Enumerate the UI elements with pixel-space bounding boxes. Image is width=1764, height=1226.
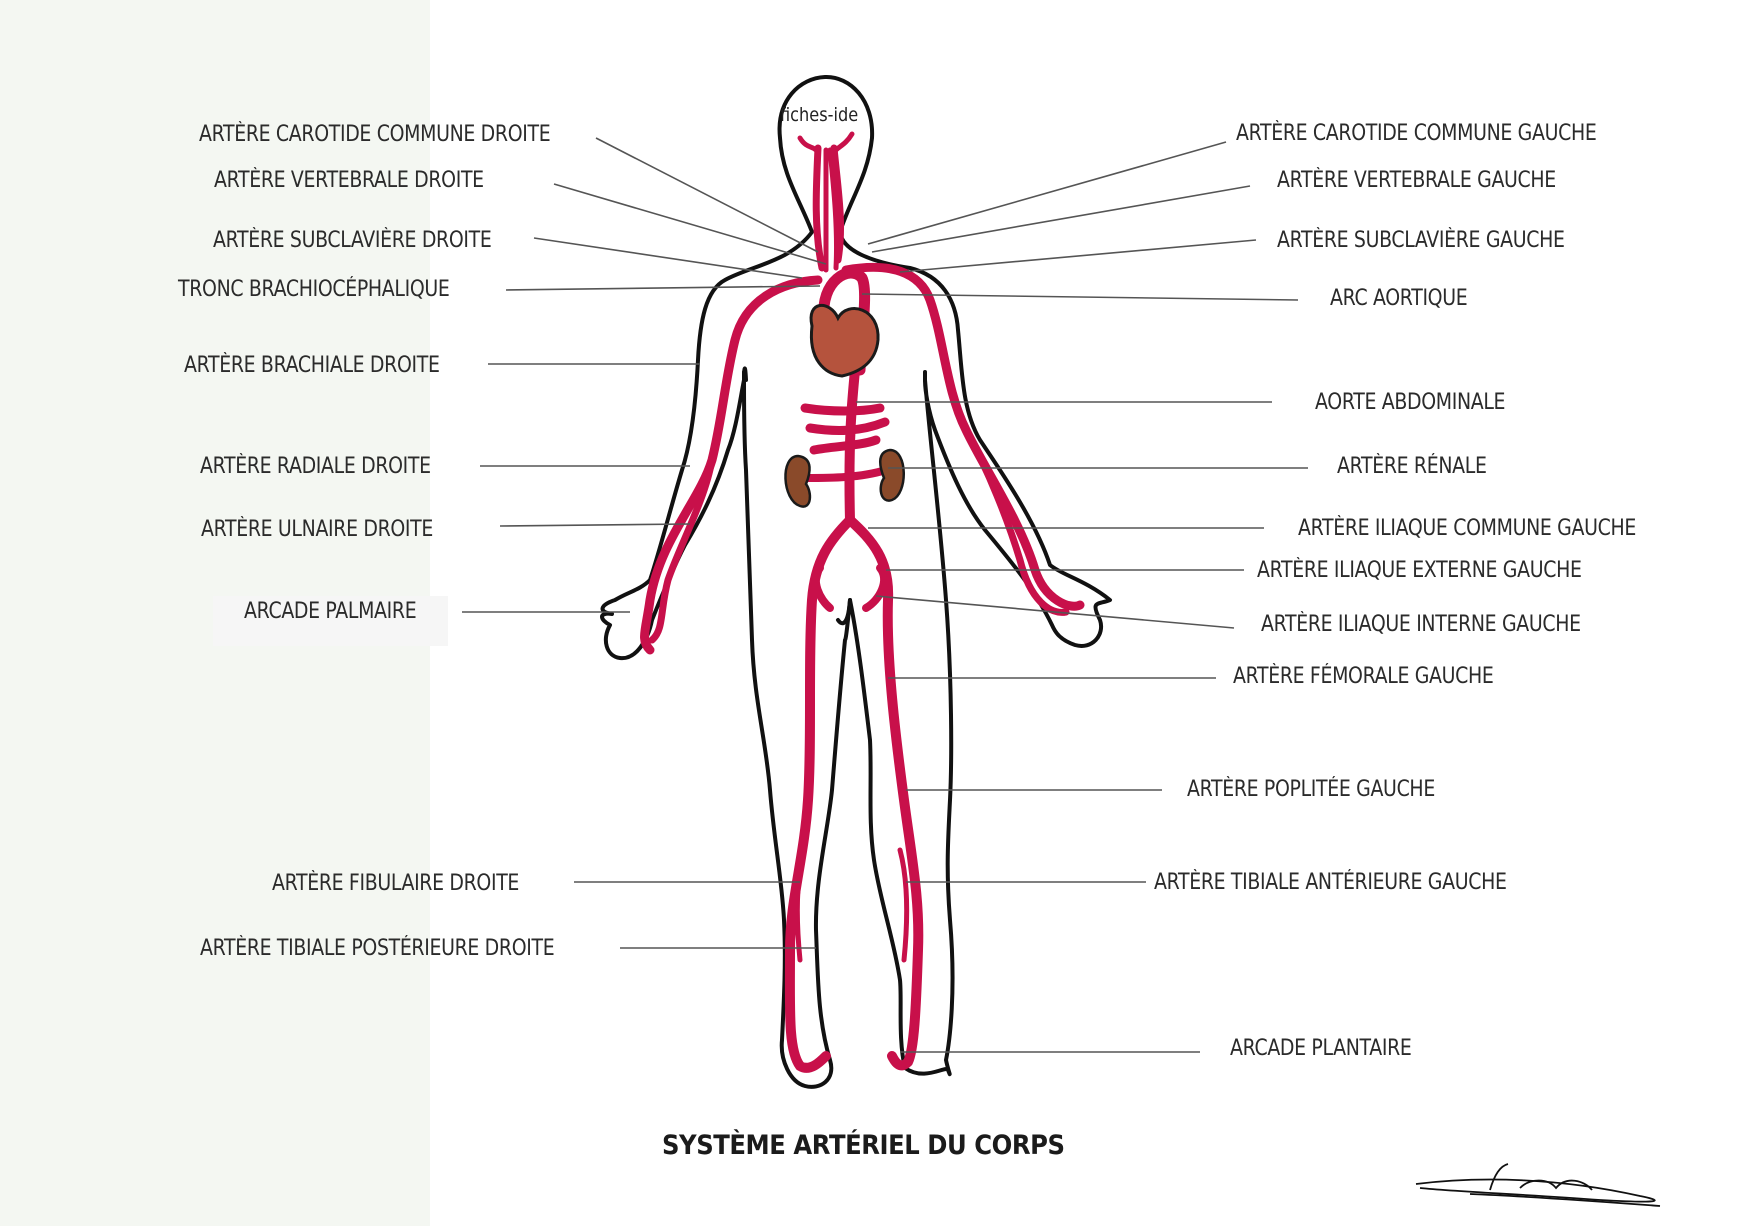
leader-right-carotid: [595, 137, 819, 253]
label-left-common-iliac: ARTÈRE ILIAQUE COMMUNE GAUCHE: [1298, 516, 1636, 541]
label-right-subclavian: ARTÈRE SUBCLAVIÈRE DROITE: [213, 228, 492, 253]
heart: [809, 303, 880, 378]
label-right-radial: ARTÈRE RADIALE DROITE: [200, 454, 431, 479]
arteries: [640, 131, 1085, 1073]
label-left-popliteal: ARTÈRE POPLITÉE GAUCHE: [1187, 777, 1435, 802]
label-right-vertebral: ARTÈRE VERTEBRALE DROITE: [214, 168, 484, 193]
left-carotid: [830, 144, 845, 264]
label-renal-artery: ARTÈRE RÉNALE: [1337, 454, 1487, 479]
left-internal-iliac: [862, 564, 888, 612]
palmar-label-background: [213, 596, 448, 646]
renal-arteries: [802, 466, 890, 482]
leader-left-vertebral: [871, 185, 1251, 253]
label-left-femoral: ARTÈRE FÉMORALE GAUCHE: [1233, 664, 1494, 689]
body-silhouette: [600, 74, 1112, 1089]
label-abdominal-aorta: AORTE ABDOMINALE: [1315, 390, 1506, 415]
label-left-internal-iliac: ARTÈRE ILIAQUE INTERNE GAUCHE: [1261, 612, 1581, 637]
label-right-fibular: ARTÈRE FIBULAIRE DROITE: [272, 871, 520, 896]
abdominal-branch-2: [805, 417, 890, 435]
label-right-brachial: ARTÈRE BRACHIALE DROITE: [184, 353, 440, 378]
crotch-line: [836, 598, 852, 626]
right-carotid: [812, 144, 826, 272]
leader-right-subclavian: [533, 237, 803, 279]
abdominal-branch-1: [800, 403, 885, 416]
watermark-text: fiches-ide: [780, 104, 859, 126]
signature: [1415, 1163, 1661, 1207]
leader-lines: [462, 137, 1308, 1053]
body-outline: [600, 74, 1112, 1089]
label-palmar-arch: ARCADE PALMAIRE: [244, 599, 417, 624]
label-left-carotid: ARTÈRE CAROTIDE COMMUNE GAUCHE: [1236, 121, 1597, 146]
leader-aortic-arch: [861, 293, 1299, 301]
right-common-iliac-leg: [784, 515, 855, 1073]
label-left-anterior-tibial: ARTÈRE TIBIALE ANTÉRIEURE GAUCHE: [1154, 870, 1507, 895]
signature-stroke-1: [1415, 1178, 1656, 1203]
leader-brachiocephalic: [505, 285, 821, 291]
abdominal-branch-3: [809, 435, 881, 455]
left-anterior-tibial: [897, 847, 910, 963]
label-left-subclavian: ARTÈRE SUBCLAVIÈRE GAUCHE: [1277, 228, 1565, 253]
signature-stroke-2: [1469, 1163, 1661, 1207]
diagram-title: SYSTÈME ARTÉRIEL DU CORPS: [662, 1130, 1065, 1161]
left-ulnar: [962, 426, 1070, 616]
left-vertebral: [827, 147, 840, 271]
leader-left-carotid: [867, 141, 1227, 245]
left-kidney: [879, 448, 905, 502]
right-internal-iliac: [811, 564, 834, 612]
label-right-ulnar: ARTÈRE ULNAIRE DROITE: [201, 517, 433, 542]
leader-left-internal-iliac: [875, 595, 1235, 629]
leader-left-subclavian: [899, 239, 1257, 273]
label-right-carotid: ARTÈRE CAROTIDE COMMUNE DROITE: [199, 122, 551, 147]
leader-right-ulnar: [499, 523, 691, 527]
label-brachiocephalic-trunk: TRONC BRACHIOCÉPHALIQUE: [178, 277, 450, 302]
left-common-iliac-leg: [845, 515, 924, 1071]
descending-aorta: [844, 355, 861, 525]
signature-stroke-3: [1519, 1179, 1593, 1191]
right-ulnar: [648, 456, 716, 644]
label-left-external-iliac: ARTÈRE ILIAQUE EXTERNE GAUCHE: [1257, 558, 1582, 583]
label-left-vertebral: ARTÈRE VERTEBRALE GAUCHE: [1277, 168, 1556, 193]
leader-right-vertebral: [553, 183, 827, 265]
right-kidney: [784, 454, 812, 508]
label-plantar-arch: ARCADE PLANTAIRE: [1230, 1036, 1412, 1061]
label-right-posterior-tibial: ARTÈRE TIBIALE POSTÉRIEURE DROITE: [200, 936, 555, 961]
label-aortic-arch: ARC AORTIQUE: [1330, 286, 1468, 311]
